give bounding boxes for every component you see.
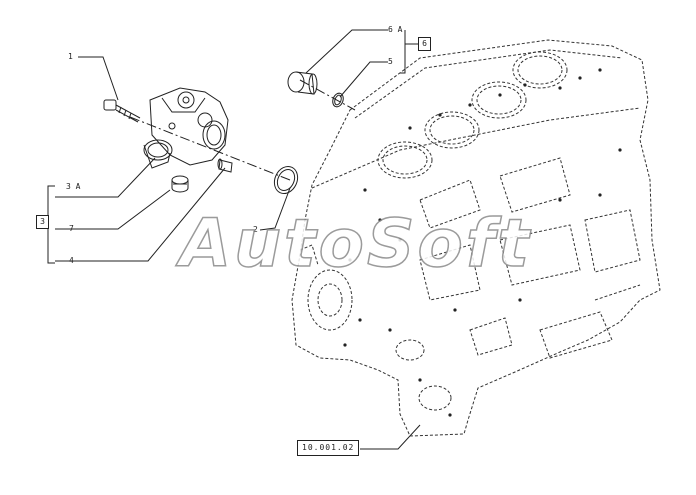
reference-box: 10.001.02 [297, 440, 360, 456]
engine-block [291, 39, 661, 437]
callout-5: 5 [388, 57, 393, 66]
callout-3a: 3 A [66, 182, 81, 191]
bolt-part [103, 99, 141, 123]
sleeve-part [287, 71, 318, 95]
callout-2: 2 [253, 225, 258, 234]
dowel-part [217, 158, 233, 173]
callout-4: 4 [69, 256, 74, 265]
small-o-ring-part [332, 92, 344, 108]
callout-6a: 6 A [388, 25, 403, 34]
watermark: AutoSoft [179, 204, 533, 283]
o-ring-part [273, 165, 299, 195]
callout-1: 1 [68, 52, 73, 61]
callout-6-box: 6 [418, 37, 431, 51]
pump-housing-part [143, 87, 229, 169]
leader-lines [47, 29, 421, 450]
block-bolt-holes [343, 68, 622, 417]
callout-3-box: 3 [36, 215, 49, 229]
plug-part [171, 175, 189, 193]
callout-7: 7 [69, 224, 74, 233]
